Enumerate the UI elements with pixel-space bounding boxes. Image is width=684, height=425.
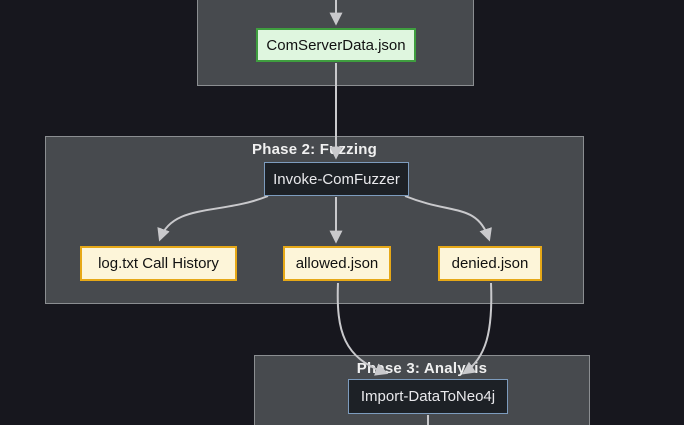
node-label: log.txt Call History	[98, 255, 219, 272]
cluster-phase2-title: Phase 2: Fuzzing	[252, 141, 377, 158]
node-allowed-json: allowed.json	[283, 246, 391, 281]
node-invoke-comfuzzer: Invoke-ComFuzzer	[264, 162, 409, 196]
cluster-phase3-title: Phase 3: Analysis	[356, 360, 488, 377]
node-label: allowed.json	[295, 255, 379, 272]
node-label: denied.json	[451, 255, 529, 272]
node-logtxt-call-history: log.txt Call History	[80, 246, 237, 281]
node-label: ComServerData.json	[266, 36, 406, 54]
node-label: Invoke-ComFuzzer	[273, 170, 400, 188]
node-import-datatoneo4j: Import-DataToNeo4j	[348, 379, 508, 414]
node-denied-json: denied.json	[438, 246, 542, 281]
node-comserverdata-json: ComServerData.json	[256, 28, 416, 62]
node-label: Import-DataToNeo4j	[360, 388, 496, 405]
